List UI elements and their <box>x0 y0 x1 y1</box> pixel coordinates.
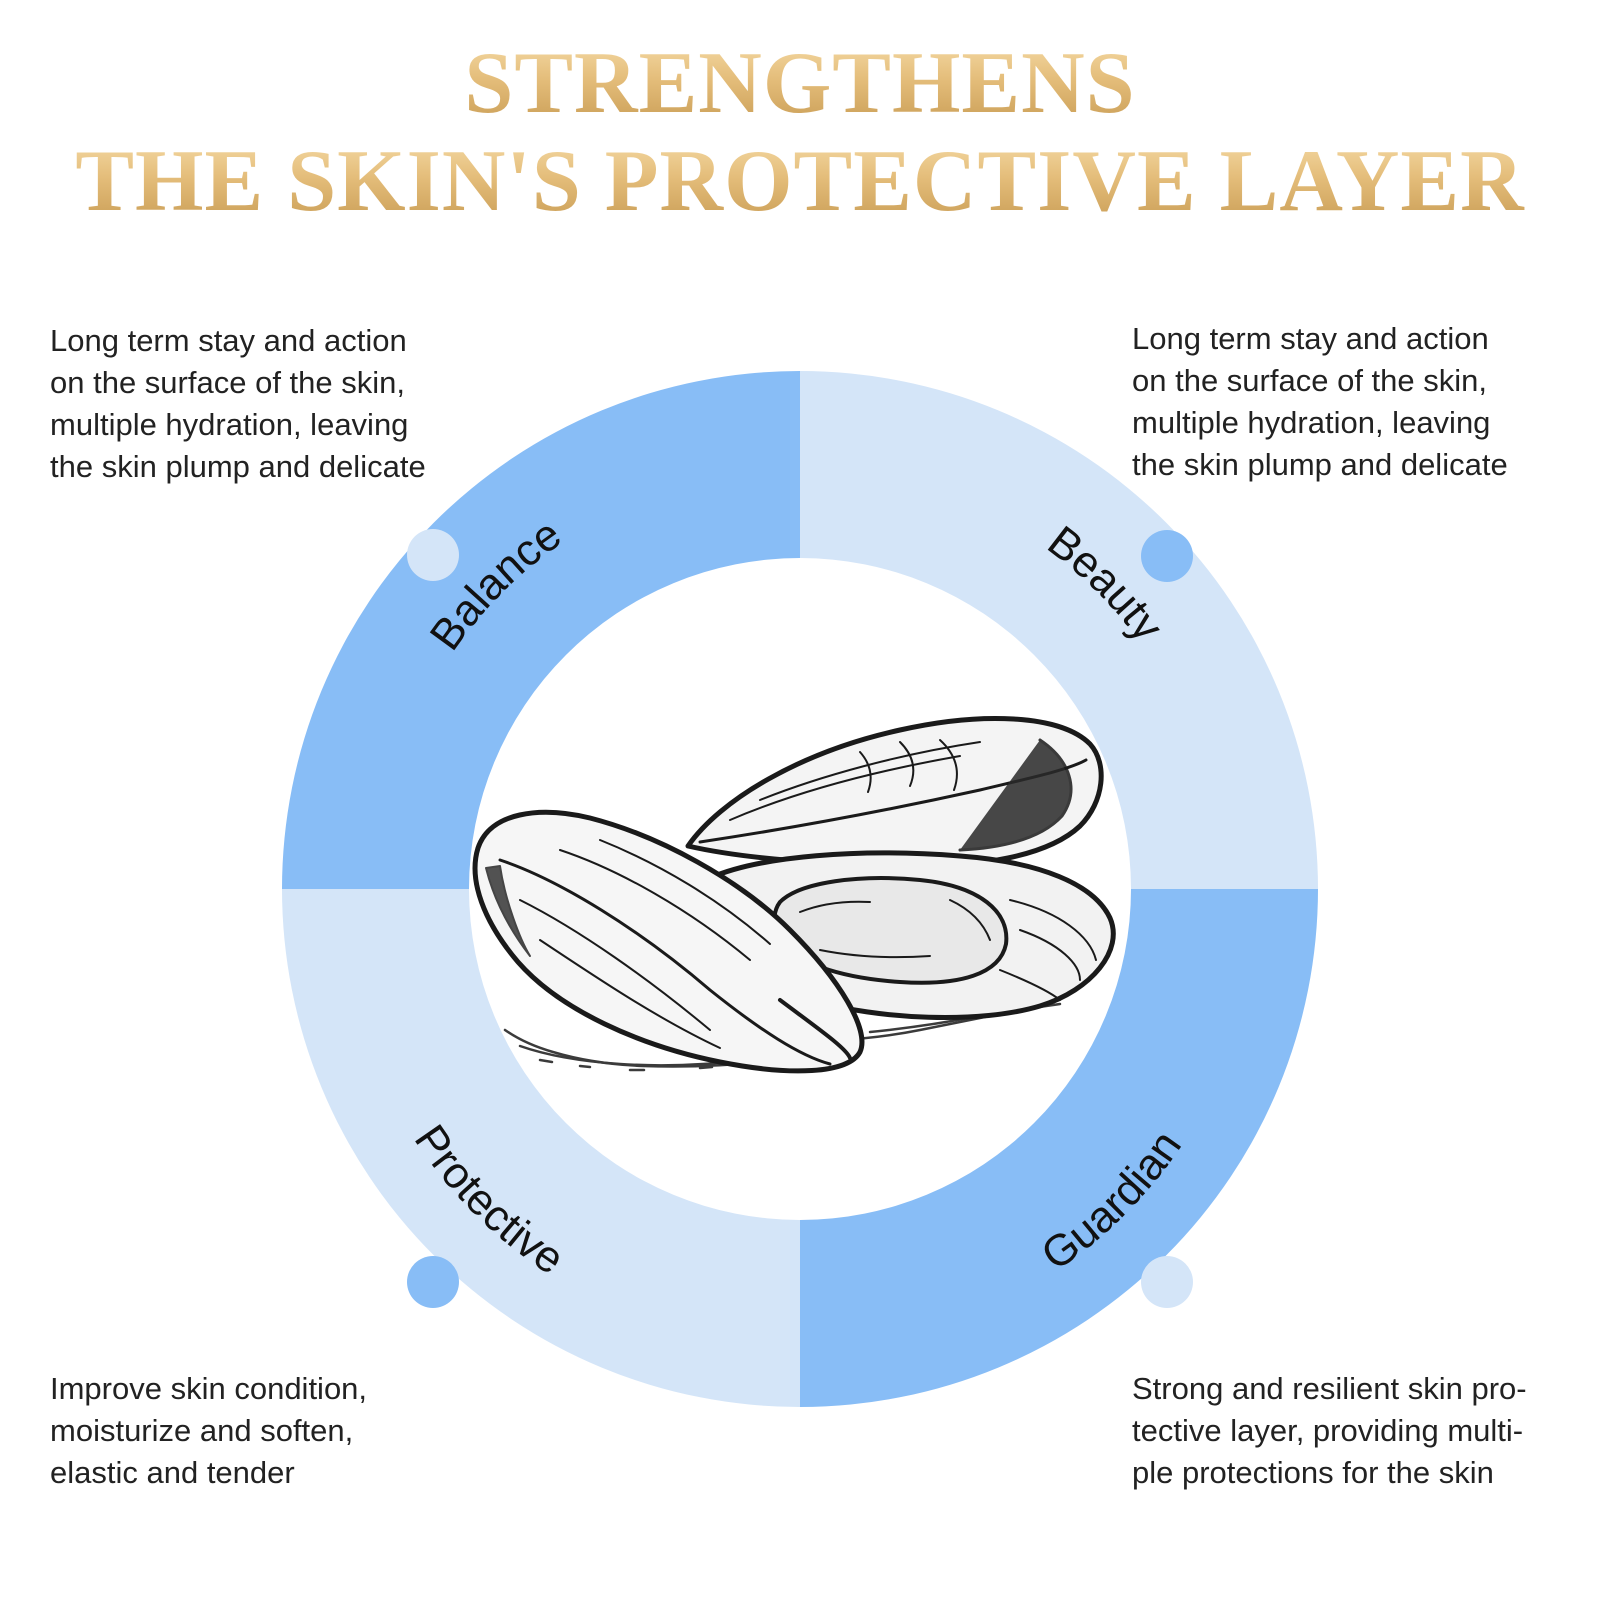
segment-guardian <box>800 889 1318 1407</box>
title-line-1: STRENGTHENS <box>0 36 1600 132</box>
protective-description: Improve skin condition, moisturize and s… <box>50 1371 368 1490</box>
protective-dot <box>407 1256 459 1308</box>
balance-description: Long term stay and action on the surface… <box>50 323 426 484</box>
guardian-dot <box>1141 1256 1193 1308</box>
mussel-shell-illustration <box>472 716 1116 1074</box>
front-shell <box>472 809 865 1074</box>
title-line-2: THE SKIN'S PROTECTIVE LAYER <box>0 134 1600 230</box>
beauty-description: Long term stay and action on the surface… <box>1132 321 1508 482</box>
guardian-description: Strong and resilient skin pro- tective l… <box>1132 1371 1527 1490</box>
segment-beauty <box>800 371 1318 889</box>
beauty-dot <box>1141 530 1193 582</box>
balance-dot <box>407 529 459 581</box>
segment-protective <box>282 889 800 1407</box>
segment-balance <box>282 371 800 889</box>
